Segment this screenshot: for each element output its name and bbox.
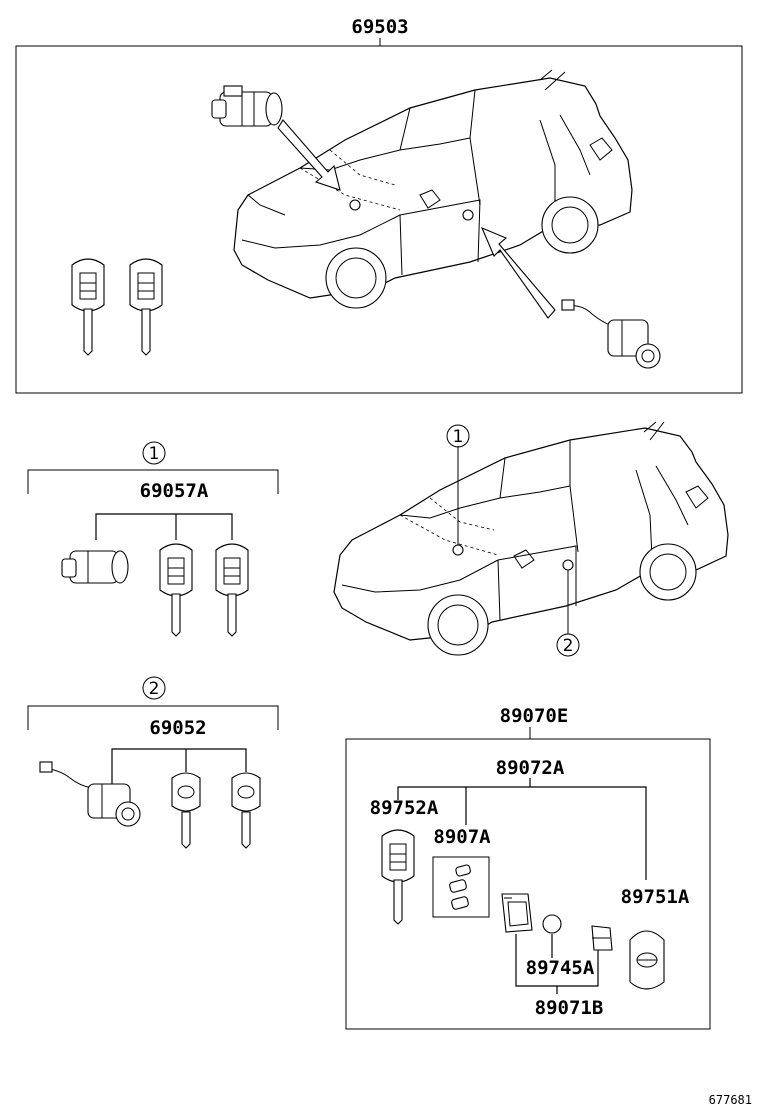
- key-set2-2: [231, 772, 261, 849]
- label-89072A: 89072A: [496, 757, 565, 779]
- top-assembly-frame: [15, 45, 743, 394]
- door-lock-cylinder-set2: [39, 761, 141, 827]
- button-pads: [449, 864, 471, 910]
- key-set1-2: [215, 543, 249, 637]
- key-set2-1: [171, 772, 201, 849]
- vehicle-drawing-middle: 1 2: [333, 421, 729, 657]
- label-8907A: 8907A: [433, 826, 491, 848]
- key-top-2: [129, 258, 163, 356]
- bracket-ref-2: [27, 705, 279, 730]
- battery: [542, 914, 562, 934]
- label-69057A: 69057A: [140, 480, 209, 502]
- remote-key-fob: [629, 930, 665, 990]
- transmitter-housing: [501, 893, 533, 933]
- top-assembly-group: 69503: [15, 16, 743, 394]
- ref-1-marker-car: 1: [453, 427, 464, 447]
- group-ref-1: 1 69057A: [27, 441, 279, 637]
- label-89752A: 89752A: [370, 797, 439, 819]
- transmitter-board: [591, 925, 613, 951]
- label-89071B: 89071B: [535, 997, 604, 1019]
- label-89751A: 89751A: [621, 886, 690, 908]
- label-69052: 69052: [149, 717, 206, 739]
- ref-2-marker: 2: [149, 679, 160, 699]
- ref-1-marker: 1: [149, 444, 160, 464]
- key-set1-1: [159, 543, 193, 637]
- arrow-to-door-cylinder-side: [480, 226, 556, 319]
- key-with-transmitter: [381, 829, 415, 925]
- key-top-1: [71, 258, 105, 356]
- group-ref-2: 2 69052: [27, 676, 279, 849]
- label-89070E: 89070E: [500, 705, 569, 727]
- transmitter-group: 89070E 89072A 89752A 8907A 89751A: [345, 705, 711, 1030]
- bracket-ref-1: [27, 469, 279, 494]
- ignition-cylinder-set1: [61, 550, 129, 584]
- arrow-to-door-cylinder-top: [277, 119, 341, 191]
- label-69503: 69503: [351, 16, 408, 38]
- transmitter-frame: [345, 738, 711, 1030]
- ignition-cylinder-top: [211, 85, 283, 127]
- door-lock-cylinder-top: [561, 299, 661, 369]
- label-89745A: 89745A: [526, 957, 595, 979]
- diagram-id: 677681: [709, 1093, 752, 1107]
- ref-2-marker-car: 2: [563, 636, 574, 656]
- button-pad-box: [432, 856, 490, 918]
- vehicle-drawing-top: [233, 69, 633, 309]
